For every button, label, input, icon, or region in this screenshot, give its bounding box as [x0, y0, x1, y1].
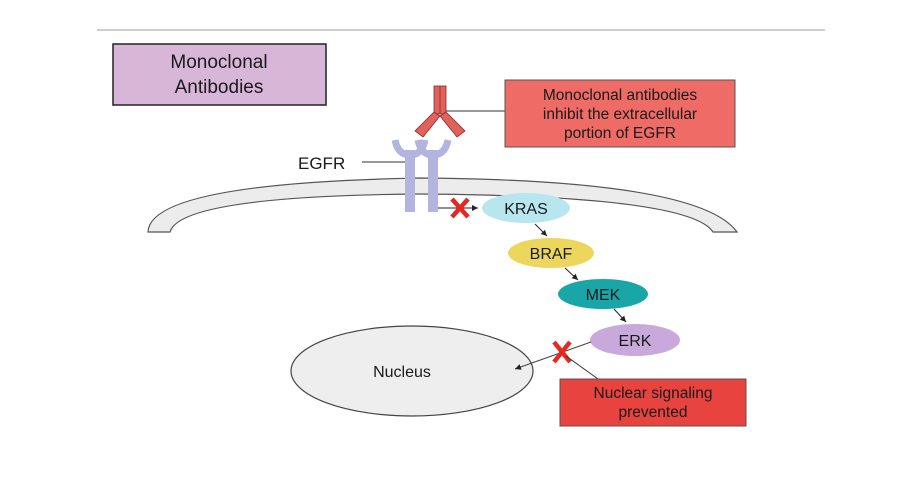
- title-box-frame: [112, 43, 327, 106]
- antibody-callout-line-2: inhibit the extracellular: [543, 106, 697, 123]
- antibody-icon: [414, 85, 466, 138]
- antibody-callout: Monoclonal antibodies inhibit the extrac…: [504, 79, 736, 148]
- pathway-node-erk: ERK: [590, 324, 680, 356]
- erk-label: ERK: [619, 333, 652, 350]
- antibody-callout-box: [504, 79, 736, 148]
- title-line-1: Monoclonal: [170, 52, 267, 73]
- antibody-callout-line-3: portion of EGFR: [564, 125, 676, 142]
- egfr-label: EGFR: [298, 154, 345, 173]
- kras-label: KRAS: [504, 201, 548, 218]
- nuclear-callout: Nuclear signaling prevented: [559, 378, 747, 427]
- nuclear-callout-leader: [565, 355, 599, 380]
- pathway-node-braf: BRAF: [508, 238, 594, 268]
- antibody-callout-line-1: Monoclonal antibodies: [543, 87, 697, 104]
- nuclear-callout-box: [559, 378, 747, 427]
- nuclear-callout-line-2: prevented: [619, 404, 688, 421]
- egfr-receptor: [391, 139, 452, 212]
- nucleus-label: Nucleus: [373, 364, 431, 381]
- block-x-icon: [552, 340, 572, 364]
- mek-label: MEK: [586, 287, 621, 304]
- braf-mek-arrow: [564, 267, 579, 281]
- title-box: Monoclonal Antibodies: [112, 43, 327, 106]
- erk-nucleus-arrow: [514, 341, 592, 370]
- mek-erk-arrow: [613, 308, 627, 323]
- kras-braf-arrow: [534, 223, 548, 237]
- pathway-node-mek: MEK: [558, 279, 648, 309]
- pathway-node-kras: KRAS: [482, 193, 570, 223]
- nucleus-shape: [290, 325, 534, 417]
- block-x-icon: [450, 197, 470, 219]
- nucleus: Nucleus: [290, 325, 534, 417]
- cell-membrane: [147, 177, 739, 233]
- nuclear-callout-line-1: Nuclear signaling: [594, 385, 713, 402]
- title-line-2: Antibodies: [175, 77, 264, 98]
- braf-label: BRAF: [530, 246, 573, 263]
